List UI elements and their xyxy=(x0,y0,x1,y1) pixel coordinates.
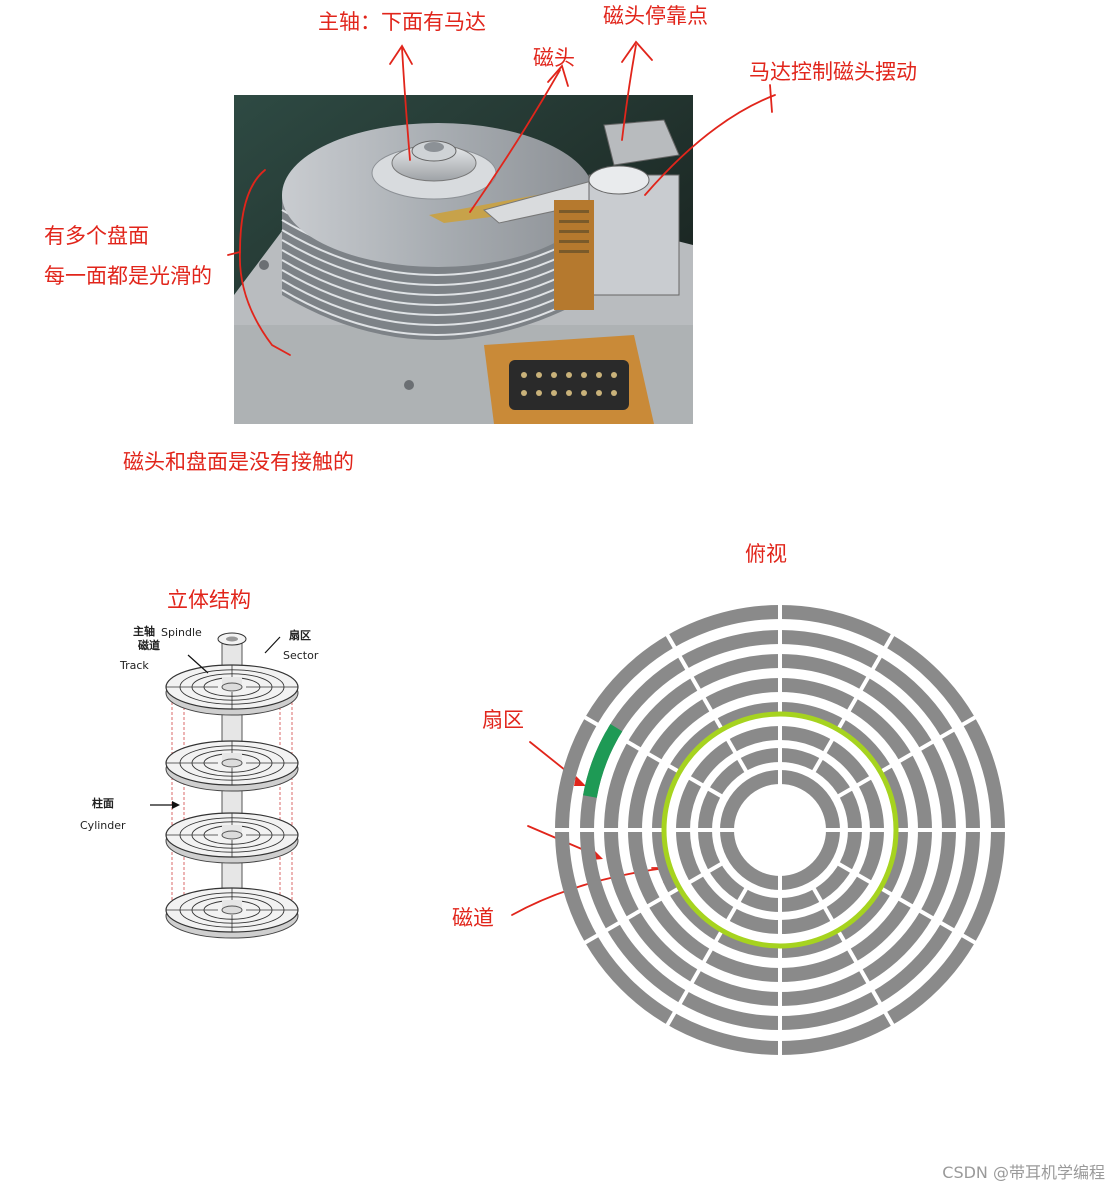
track-cn-label: 磁道 xyxy=(138,639,160,652)
spindle-hub xyxy=(226,636,238,642)
motor-control-label: 马达控制磁头摆动 xyxy=(749,60,917,84)
cylinder-en-label: Cylinder xyxy=(80,819,126,832)
top-view-track-label: 磁道 xyxy=(452,906,494,930)
track-en-label: Track xyxy=(120,659,149,672)
platters-label-line1: 有多个盘面 xyxy=(44,224,149,248)
spindle-label: 主轴：下面有马达 xyxy=(318,10,486,34)
sector-divider xyxy=(809,882,898,1032)
highlighted-track xyxy=(661,711,899,949)
sector-divider xyxy=(809,628,898,778)
top-view-sector-label: 扇区 xyxy=(482,708,524,732)
spindle-collar xyxy=(221,905,243,915)
no-contact-note: 磁头和盘面是没有接触的 xyxy=(123,450,354,474)
spindle-en-label: Spindle xyxy=(161,626,202,639)
sector-pointer xyxy=(264,636,281,654)
sector-divider xyxy=(832,859,982,948)
head-park-label: 磁头停靠点 xyxy=(603,4,708,28)
track-pointer xyxy=(187,654,209,674)
platters-label-line2: 每一面都是光滑的 xyxy=(44,264,212,288)
watermark: CSDN @带耳机学编程 xyxy=(942,1163,1105,1182)
cylinder-pointer-head xyxy=(172,801,180,809)
stack-title: 立体结构 xyxy=(167,588,251,612)
spindle-segment xyxy=(222,677,242,687)
spindle-collar xyxy=(221,682,243,692)
sector-divider xyxy=(578,712,728,801)
spindle-cn-label: 主轴 xyxy=(133,625,155,638)
head-label: 磁头 xyxy=(533,46,575,70)
hard-disk-photo xyxy=(234,95,693,424)
highlighted-sector xyxy=(583,724,623,798)
top-view-title: 俯视 xyxy=(745,542,787,566)
sector-en-label: Sector xyxy=(283,649,319,662)
sector-divider xyxy=(662,628,751,778)
connector xyxy=(484,335,654,424)
sector-divider xyxy=(578,859,728,948)
stack-structure-diagram xyxy=(150,632,299,939)
spindle-segment xyxy=(222,753,242,763)
spindle-segment xyxy=(222,825,242,835)
sector-divider xyxy=(832,712,982,801)
spindle-collar xyxy=(221,830,243,840)
top-view-diagram xyxy=(548,598,1012,1062)
sector-divider xyxy=(662,882,751,1032)
spindle-segment xyxy=(222,900,242,910)
sector-cn-label: 扇区 xyxy=(289,629,311,642)
cylinder-cn-label: 柱面 xyxy=(92,797,114,810)
spindle-collar xyxy=(221,758,243,768)
